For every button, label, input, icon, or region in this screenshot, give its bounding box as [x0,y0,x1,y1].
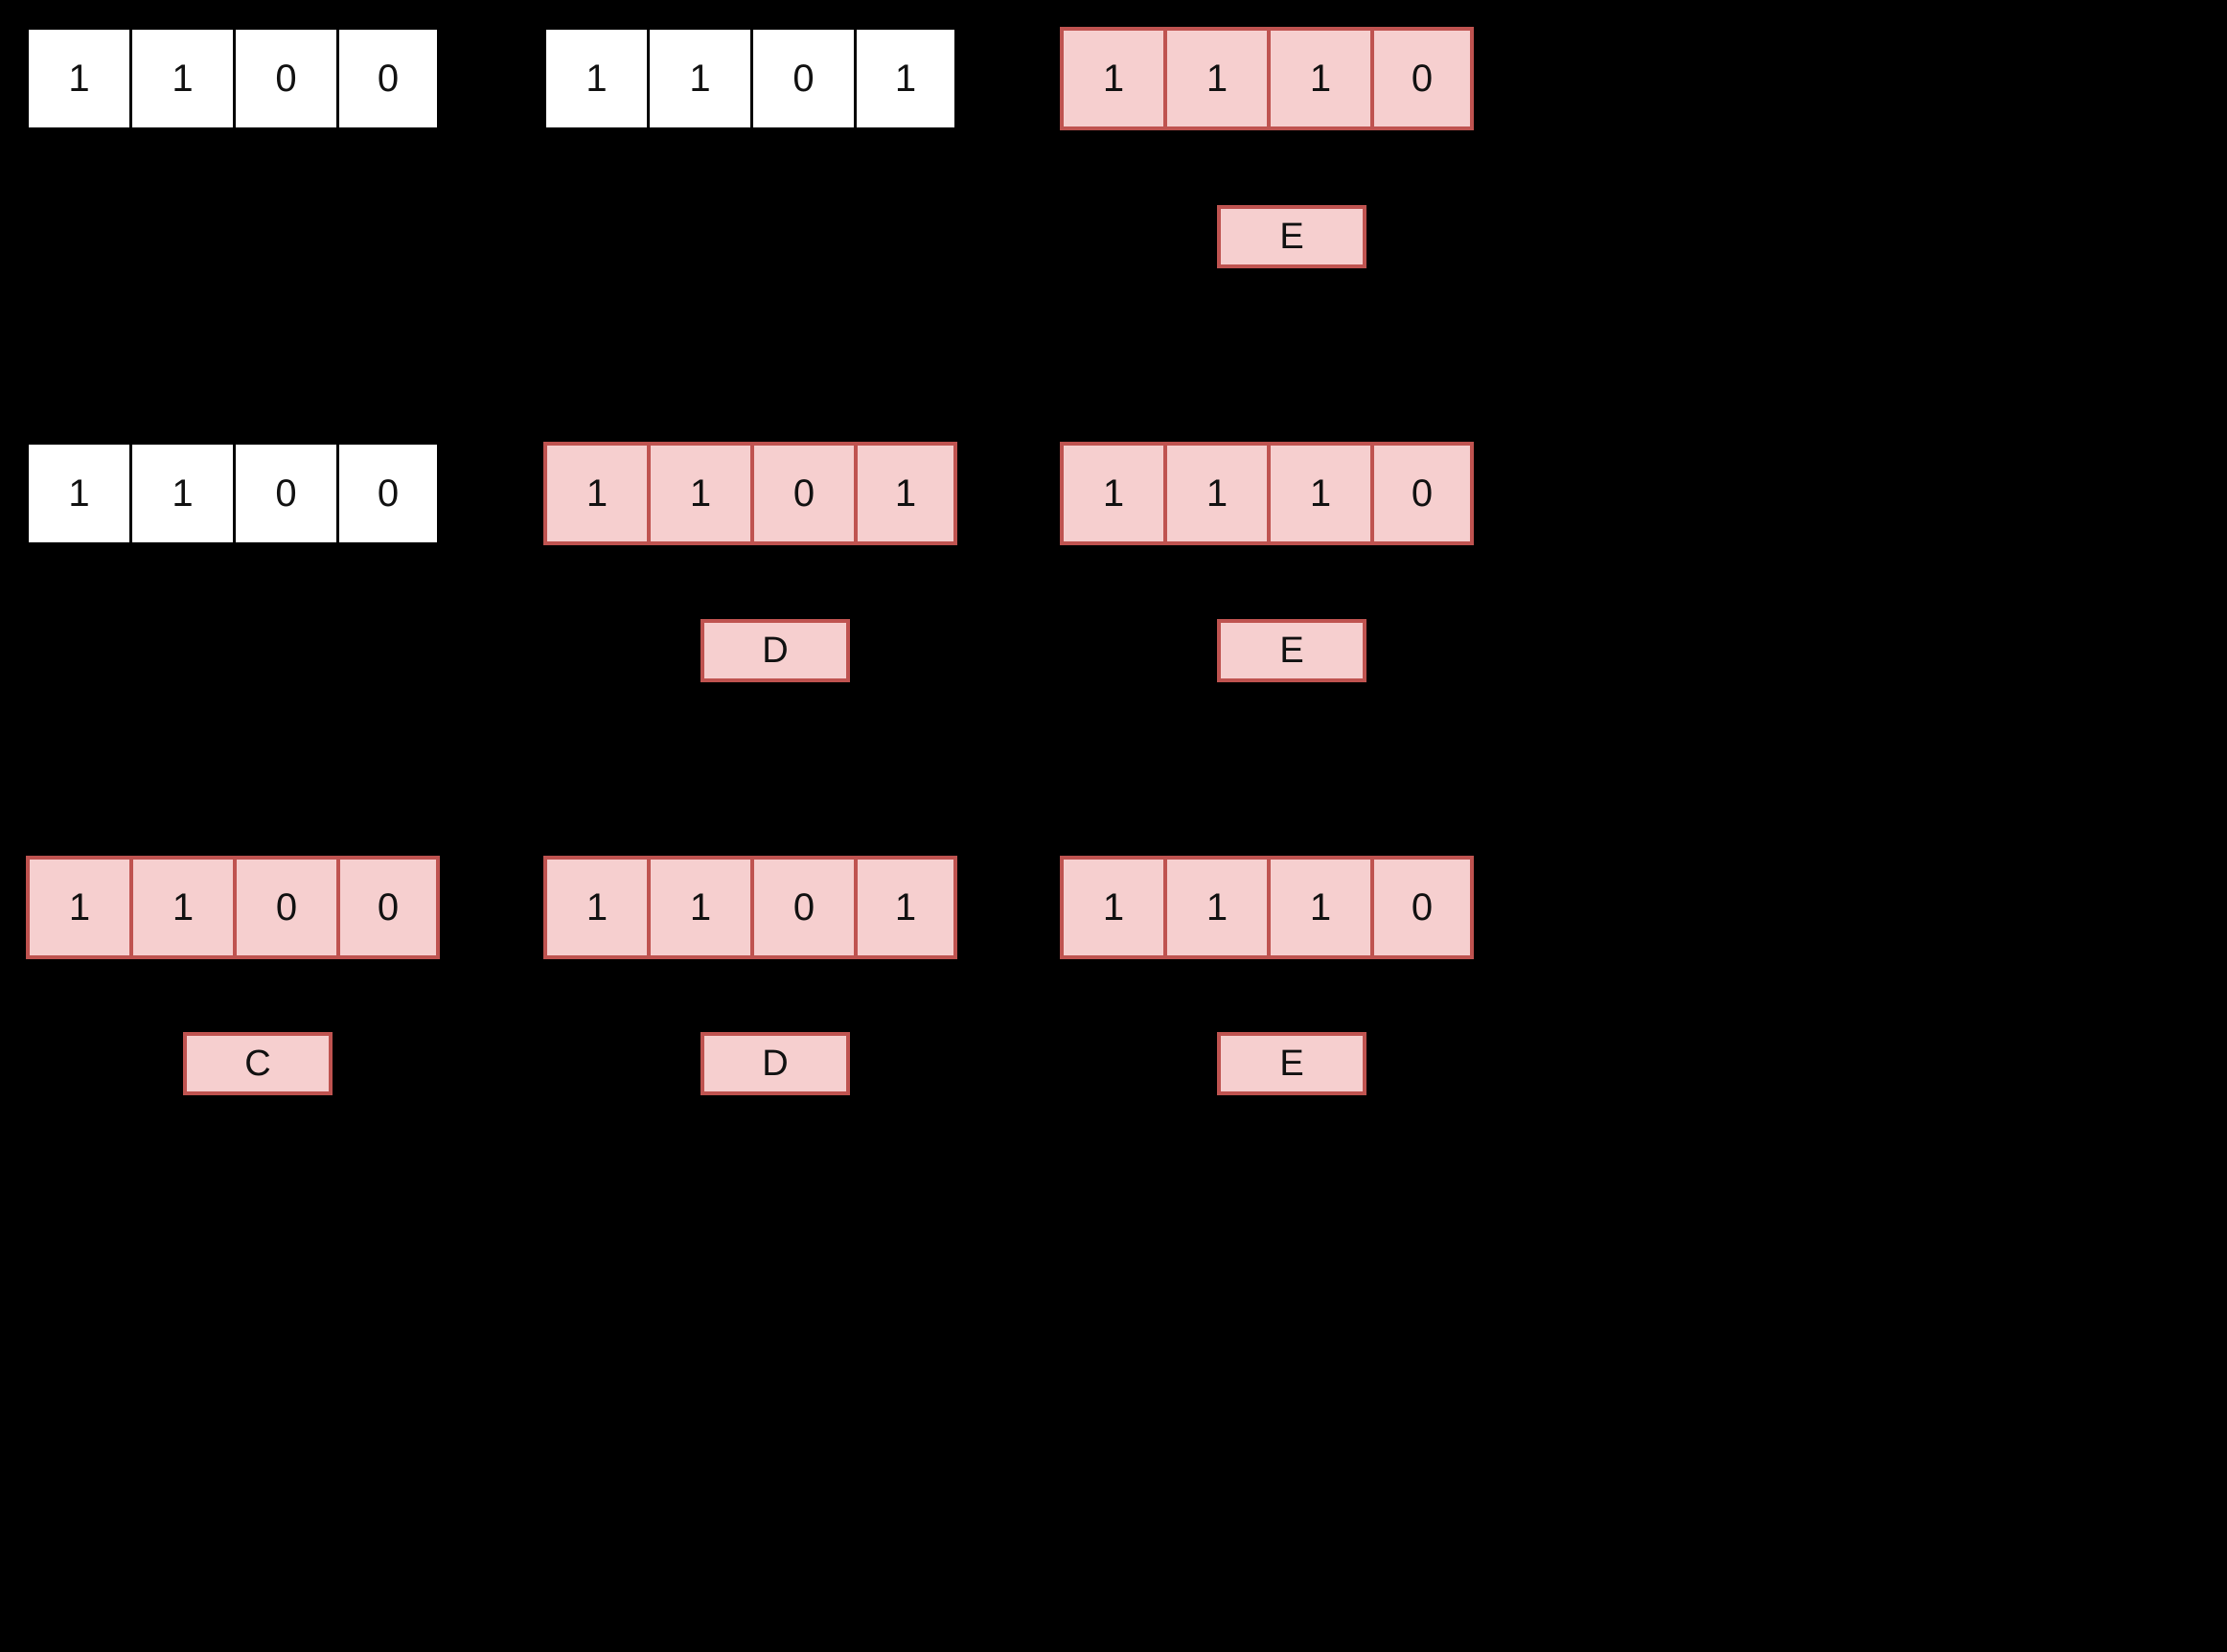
array-cell: 0 [750,27,854,130]
array-label-r3c1: C [183,1032,333,1095]
array-cell: 1 [1163,856,1267,959]
array-cell: 1 [854,27,957,130]
array-cell: 0 [233,856,336,959]
array-label-r2c2: D [700,619,850,682]
array-cell: 1 [1060,856,1163,959]
array-cell: 1 [1267,442,1370,545]
array-cell: 0 [336,856,440,959]
array-cell: 1 [647,27,750,130]
array-cell: 1 [854,856,957,959]
array-cell: 1 [1163,442,1267,545]
array-cell: 1 [543,442,647,545]
array-cell: 1 [129,442,233,545]
array-cell: 1 [1060,27,1163,130]
array-cell: 1 [129,856,233,959]
array-cell: 1 [1267,27,1370,130]
array-cell: 1 [1163,27,1267,130]
array-cell: 1 [26,442,129,545]
array-cell: 1 [1060,442,1163,545]
array-label-r3c3: E [1217,1032,1366,1095]
array-cell: 0 [1370,27,1474,130]
array-label-r2c3: E [1217,619,1366,682]
array-cell: 1 [854,442,957,545]
array-cell: 1 [647,856,750,959]
array-label-r3c2: D [700,1032,850,1095]
array-cell: 1 [26,27,129,130]
array-cell: 0 [336,27,440,130]
array-cell: 0 [233,442,336,545]
array-cell: 1 [26,856,129,959]
array-cell: 0 [1370,442,1474,545]
array-cell: 0 [336,442,440,545]
array-cell: 0 [233,27,336,130]
array-cell: 1 [543,856,647,959]
array-cell: 0 [750,442,854,545]
array-cell: 0 [750,856,854,959]
array-cell: 1 [1267,856,1370,959]
array-cell: 1 [543,27,647,130]
array-label-r1c3: E [1217,205,1366,268]
array-cell: 1 [647,442,750,545]
array-cell: 1 [129,27,233,130]
array-cell: 0 [1370,856,1474,959]
